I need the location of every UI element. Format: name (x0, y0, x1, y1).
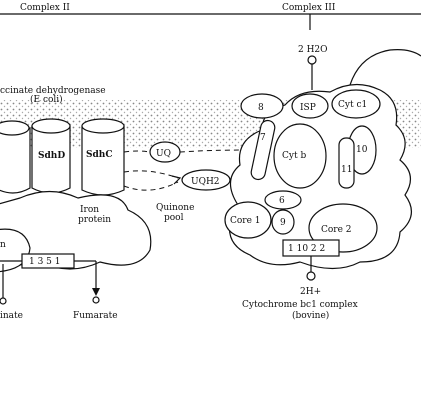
uq-label: UQ (156, 149, 171, 159)
partial-left-label: n (0, 240, 6, 250)
subunit-8-label: 8 (258, 103, 264, 113)
succinate-label: inate (0, 311, 23, 321)
complex-iii-name-line2: (bovine) (292, 310, 329, 321)
core-1-label: Core 1 (230, 216, 261, 226)
complex-iii: 2 H2O 8 ISP Cyt c1 7 Cyt b 10 11 6 (224, 14, 421, 321)
complex-ii-name-line2: (E coli) (30, 94, 63, 105)
subunit-7-label: 7 (260, 133, 266, 143)
water-product-label: 2 H2O (298, 45, 328, 55)
proton-circle (306, 271, 316, 281)
dash-return (123, 181, 179, 191)
sdhd-label: SdhD (38, 151, 65, 161)
fumarate-circle (92, 296, 100, 304)
subunit-cyt-c1 (331, 89, 381, 119)
subunit-cyt-b (273, 123, 327, 189)
isp-label: ISP (300, 103, 316, 113)
quinone-pool-line1: Quinone (156, 203, 194, 213)
quinone-pool-line2: pool (164, 213, 184, 223)
uqh2-label: UQH2 (191, 177, 220, 187)
succinate-circle (0, 297, 7, 305)
complex-ii-box-value: 1 3 5 1 (29, 257, 61, 267)
subunit-cylinder-partial (0, 127, 31, 194)
dash-to-uqh2 (123, 170, 179, 179)
fumarate-arrowhead (92, 288, 100, 296)
complex-iii-name-line1: Cytochrome bc1 complex (242, 300, 358, 310)
subunit-9-label: 9 (280, 218, 286, 228)
complex-iii-box-value: 1 10 2 2 (288, 244, 325, 254)
subunit-isp (291, 93, 329, 119)
core-2-label: Core 2 (321, 225, 352, 235)
fumarate-label: Fumarate (73, 311, 118, 321)
sdhc-cylinder-top (81, 118, 125, 134)
subunit-11 (338, 137, 355, 189)
water-circle (307, 55, 317, 65)
iron-protein-label-line1: Iron (80, 205, 99, 215)
subunit-cylinder-partial-top (0, 120, 30, 136)
uq-ellipse (149, 141, 181, 163)
iron-protein-label-line2: protein (78, 215, 111, 225)
cyt-b-label: Cyt b (282, 151, 306, 161)
cyt-c1-tail (349, 49, 421, 86)
complex-ii-name-line1: ccinate dehydrogenase (0, 86, 106, 96)
sdhc-cylinder (81, 125, 125, 196)
dash-uq-to-complex (179, 149, 249, 153)
subunit-8 (240, 93, 284, 119)
subunit-6-label: 6 (279, 196, 285, 206)
cyt-c1-label: Cyt c1 (338, 100, 367, 110)
subunit-9 (271, 209, 295, 235)
sdhc-label: SdhC (86, 150, 113, 160)
complex-iii-header: Complex III (282, 3, 336, 13)
complex-ii-header: Complex II (20, 3, 70, 13)
subunit-6 (264, 190, 302, 210)
uqh2-ellipse (181, 169, 231, 191)
complex-ii: ccinate dehydrogenase (E coli) SdhD SdhC… (0, 86, 152, 321)
dash-to-uq (123, 150, 151, 153)
proton-label: 2H+ (300, 287, 321, 297)
subunit-11-label: 11 (341, 165, 352, 175)
subunit-7 (250, 119, 276, 181)
subunit-10-label: 10 (356, 145, 368, 155)
sdhd-cylinder-top (31, 118, 71, 134)
subunit-core-1 (224, 201, 272, 239)
uqh2-arrow (171, 175, 182, 185)
